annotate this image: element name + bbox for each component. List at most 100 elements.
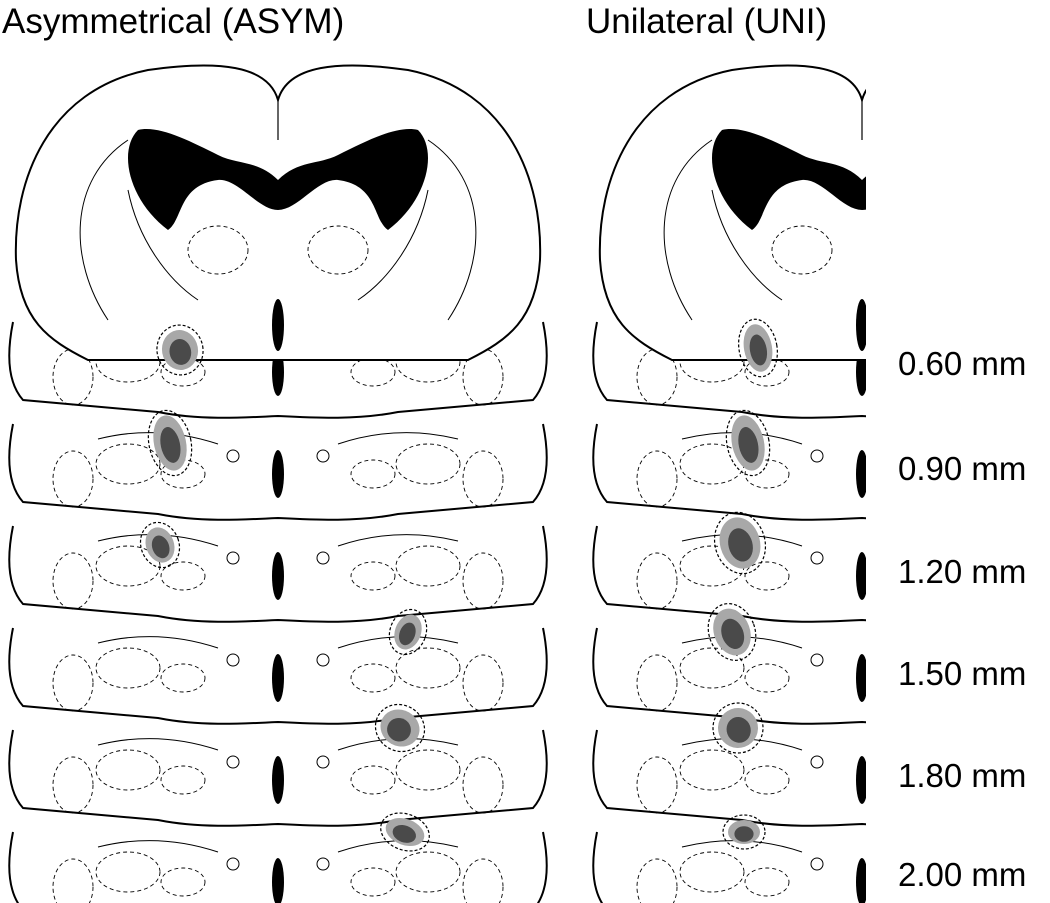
nucleus-outline xyxy=(935,460,979,488)
small-nucleus xyxy=(226,653,240,667)
nucleus-outline xyxy=(95,545,161,587)
nucleus-outline xyxy=(744,663,790,693)
nucleus-outline xyxy=(636,858,678,903)
panel-title-asymmetrical: Asymmetrical (ASYM) xyxy=(2,2,345,41)
nucleus-outline xyxy=(462,756,504,814)
third-ventricle xyxy=(272,299,284,351)
small-nucleus xyxy=(810,551,824,565)
small-nucleus xyxy=(226,551,240,565)
nucleus-outline xyxy=(980,648,1044,688)
third-ventricle xyxy=(272,552,284,600)
section-outline xyxy=(592,525,866,623)
section-slice xyxy=(592,627,1044,725)
internal-capsule xyxy=(711,189,783,301)
nucleus-outline xyxy=(52,450,94,508)
lesion-boundary xyxy=(722,814,766,850)
nucleus-outline xyxy=(679,851,745,893)
nucleus-outline xyxy=(95,647,161,689)
lesion-core xyxy=(151,535,170,559)
lesion-core xyxy=(738,427,759,463)
small-nucleus xyxy=(316,653,330,667)
fiber-tract xyxy=(922,433,1042,444)
section-outline xyxy=(592,831,866,903)
nucleus-outline xyxy=(350,561,396,591)
section-outline xyxy=(592,729,866,827)
nucleus-outline xyxy=(395,545,461,587)
section-slice xyxy=(8,423,548,521)
section-slice xyxy=(592,423,1044,521)
nucleus-outline xyxy=(636,552,678,610)
section-outline xyxy=(592,423,866,521)
nucleus-outline xyxy=(980,444,1044,484)
internal-capsule xyxy=(357,189,429,301)
lesion-boundary xyxy=(725,409,771,477)
small-nucleus xyxy=(810,755,824,769)
lesion-boundary xyxy=(388,608,428,656)
section-slice xyxy=(592,831,1044,903)
third-ventricle xyxy=(856,858,866,903)
nucleus-outline xyxy=(462,450,504,508)
lesion-core xyxy=(728,528,753,562)
lesion-area xyxy=(707,603,757,661)
small-nucleus xyxy=(901,450,913,462)
depth-label-1-50: 1.50 mm xyxy=(898,655,1027,692)
thalamic-nucleus xyxy=(892,226,952,274)
small-nucleus xyxy=(316,449,330,463)
nucleus-outline xyxy=(160,867,206,897)
small-nucleus xyxy=(901,654,913,666)
panel-title-unilateral: Unilateral (UNI) xyxy=(586,2,828,41)
depth-label-2-00: 2.00 mm xyxy=(898,856,1027,893)
nucleus-outline xyxy=(350,867,396,897)
nucleus-outline xyxy=(935,766,979,794)
lesion-boundary xyxy=(156,324,204,376)
lesion-core xyxy=(160,427,181,463)
lesion-boundary xyxy=(707,603,757,661)
asym-brain-stack xyxy=(8,64,548,903)
nucleus-outline xyxy=(395,443,461,485)
nucleus-outline xyxy=(462,858,504,903)
section-slice xyxy=(8,831,548,903)
lesion-boundary xyxy=(374,703,426,753)
small-nucleus xyxy=(316,755,330,769)
nucleus-outline xyxy=(95,443,161,485)
lesion-area xyxy=(713,511,767,575)
lesion-core xyxy=(721,618,745,649)
nucleus-outline xyxy=(935,664,979,692)
lesion-core xyxy=(398,622,416,646)
internal-capsule xyxy=(942,190,1012,300)
small-nucleus xyxy=(901,756,913,768)
nucleus-outline xyxy=(52,858,94,903)
small-nucleus xyxy=(316,857,330,871)
fiber-tract xyxy=(922,841,1042,852)
fiber-tract xyxy=(922,637,1042,648)
nucleus-outline xyxy=(679,647,745,689)
nucleus-outline xyxy=(980,342,1044,382)
lesion-core xyxy=(749,334,768,366)
lesion-boundary xyxy=(713,511,767,575)
nucleus-outline xyxy=(980,750,1044,790)
nucleus-outline xyxy=(935,562,979,590)
nucleus-outline xyxy=(636,756,678,814)
nucleus-outline xyxy=(52,552,94,610)
small-nucleus xyxy=(901,858,913,870)
nucleus-outline xyxy=(980,852,1044,892)
fiber-tract xyxy=(922,535,1042,546)
hemisphere-outline xyxy=(598,64,866,361)
lesion-core xyxy=(392,824,416,843)
section-slice xyxy=(8,729,548,827)
small-nucleus xyxy=(810,857,824,871)
lesion-core xyxy=(726,716,751,743)
small-nucleus xyxy=(810,653,824,667)
nucleus-outline xyxy=(395,341,461,383)
nucleus-outline xyxy=(744,765,790,795)
lesion-boundary xyxy=(738,318,778,378)
cortex-boundary xyxy=(663,139,713,321)
lesion-boundary xyxy=(139,521,181,569)
lesion-area xyxy=(738,318,778,378)
nucleus-outline xyxy=(679,749,745,791)
third-ventricle xyxy=(272,450,284,498)
section-slice xyxy=(8,627,548,725)
fiber-tract xyxy=(337,432,459,445)
thalamic-nucleus xyxy=(187,225,249,275)
third-ventricle xyxy=(272,756,284,804)
